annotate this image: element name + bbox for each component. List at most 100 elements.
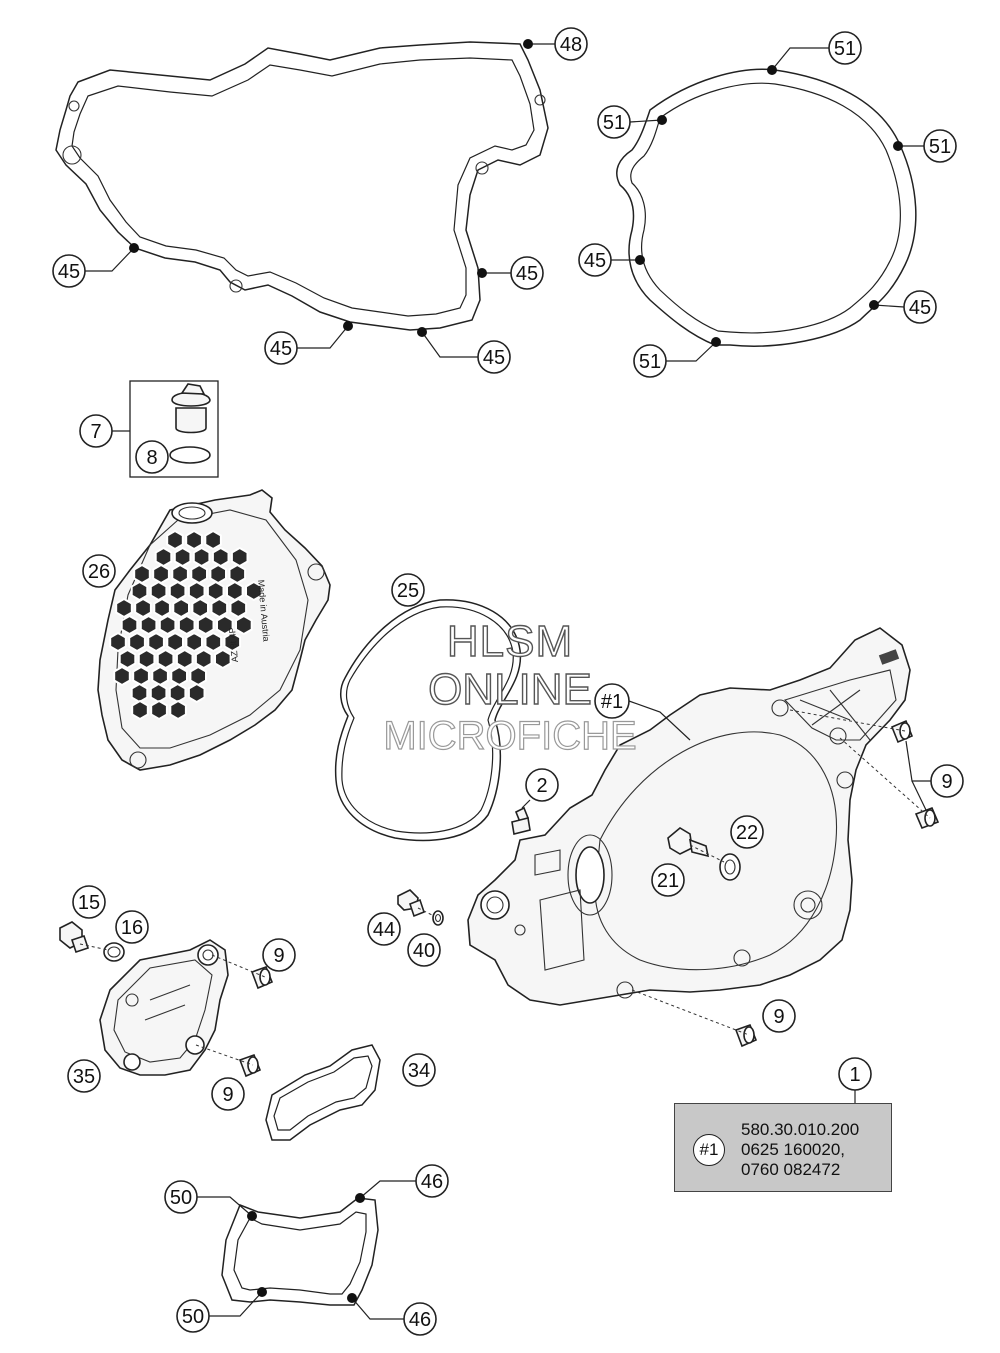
callout-ring [838,1057,872,1091]
callout-c50b: 50 [176,1299,210,1333]
callout-ring [79,414,113,448]
assembly-dashed-line [839,737,931,819]
crankcase-gasket [55,41,549,331]
callout-anchor-dot [355,1193,365,1203]
callout-number: 7 [90,421,101,443]
hex-vent-cell [170,665,188,687]
hex-vent-cell [216,614,234,636]
hex-vent-cell [147,631,165,653]
hex-vent-cell [211,546,230,568]
callout-number: 50 [170,1187,192,1209]
callout-number: 26 [88,561,110,583]
callout-c45e: 45 [578,243,612,277]
screw-44 [397,889,425,918]
water-pump-gasket [221,1197,379,1306]
part-number-line: 0760 082472 [741,1160,841,1179]
callout-leader-line [85,247,135,272]
hex-vent-cell [187,682,206,704]
callout-c51c: 51 [923,129,957,163]
hex-vent-cell [137,648,156,670]
info-box-badge: #1 [693,1134,725,1166]
hex-vent-cell [191,597,209,619]
hex-vent-cell [175,648,194,670]
hex-vent-cell [210,597,229,619]
callout-c2: 2 [525,768,559,802]
callout-c7: 7 [79,414,113,448]
hex-vent-cell [206,580,225,602]
callout-c45d: 45 [477,340,511,374]
hex-vent-cell [113,665,131,687]
hex-vent-cell [185,631,203,653]
callout-c40: 40 [407,933,441,967]
callout-ring [594,683,630,719]
hex-vent-cell [235,614,253,636]
callout-number: 9 [273,945,284,967]
hex-vent-cell [204,631,223,653]
assembly-dashed-line [789,709,906,732]
callout-c9b: 9 [262,938,296,972]
part-number-line: 580.30.010.200 [741,1120,860,1139]
callout-leader-line [905,740,931,782]
hex-vent-cell [158,614,177,636]
part-number-box: #1 580.30.010.200 0625 160020, 0760 0824… [674,1103,892,1192]
hex-vent-cell [190,563,208,585]
callout-leader-line [628,700,691,741]
callout-c22: 22 [730,815,764,849]
info-box-part-numbers: 580.30.010.200 0625 160020, 0760 082472 [741,1120,859,1180]
hex-vent-cell [130,682,149,704]
hex-vent-cell [192,546,211,568]
callout-number: 45 [270,338,292,360]
hex-vent-cell [214,648,232,670]
callout-ring [730,815,764,849]
callout-c1hash: #1 [594,683,630,719]
callout-number: 44 [373,919,395,941]
sealing-washer-16 [103,942,125,962]
callout-anchor-dot [347,1293,357,1303]
callout-anchor-dot [893,141,903,151]
hex-vent-cell [229,597,248,619]
callout-c50a: 50 [164,1180,198,1214]
callout-ring [554,27,588,61]
callout-ring [67,1059,101,1093]
hex-vent-cell [171,563,189,585]
assembly-dashed-line [195,1044,254,1066]
callout-leader-line [297,325,349,349]
callout-c9c: 9 [762,999,796,1033]
callout-number: 45 [516,263,538,285]
callout-number: 45 [483,347,505,369]
callout-number: 46 [421,1171,443,1193]
callout-number: 50 [182,1306,204,1328]
callout-c15: 15 [72,885,106,919]
hex-vent-cell [131,699,149,721]
oil-screen-plug [667,827,710,858]
hex-vent-cell [109,631,127,653]
assembly-dashed-line [417,907,435,917]
hex-vent-cell [226,580,244,602]
callout-number: 51 [639,351,661,373]
water-pump-cover-gasket [265,1044,381,1141]
callout-number: 22 [736,822,758,844]
callout-c35: 35 [67,1059,101,1093]
callout-leader-line [351,1297,404,1320]
water-pump-cover [99,939,229,1076]
hex-vent-cell [209,563,227,585]
callout-ring [402,1053,436,1087]
callout-ring [82,554,116,588]
hex-vent-cell [118,648,137,670]
hex-vent-cell [172,597,190,619]
callout-c51b: 51 [597,105,631,139]
callout-ring [164,1180,198,1214]
hex-vent-cell [196,614,215,636]
hex-vent-cell [128,631,146,653]
hex-vent-cell [115,597,133,619]
callout-c16: 16 [115,910,149,944]
hex-vent-cell [154,546,173,568]
callout-leader-line [521,799,531,809]
callout-leaders [79,39,931,1320]
callout-ring [176,1299,210,1333]
cover-o-ring-gasket [334,599,522,842]
hex-vent-cell [130,580,149,602]
